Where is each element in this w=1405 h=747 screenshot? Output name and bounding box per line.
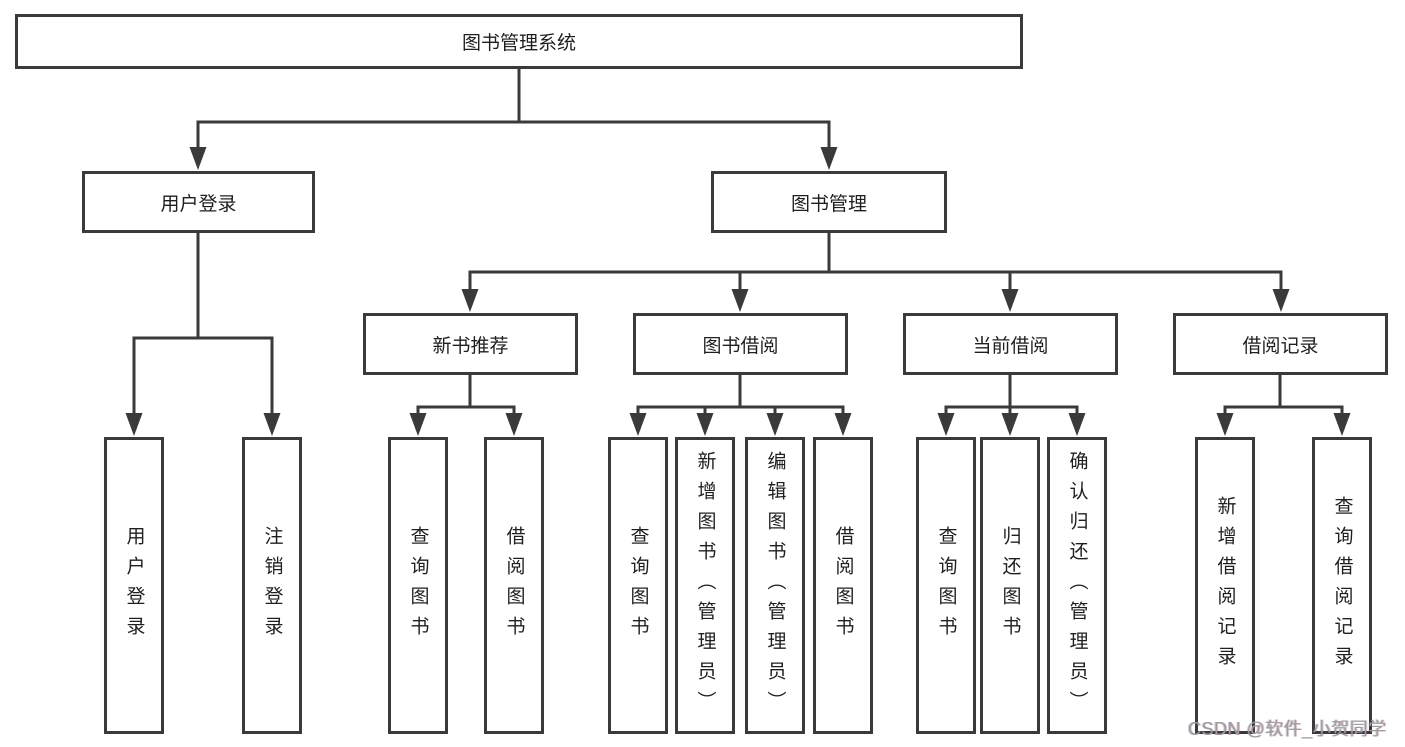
arrow-icon [1001,413,1019,436]
connector-book-mgmt-to-level3 [468,231,1283,296]
arrow-icon [263,413,281,436]
node-current-borrowing: 当前借阅 [903,313,1118,375]
node-label: 新增借阅记录 [1214,495,1236,676]
arrow-icon [1333,413,1351,436]
node-label: 归还图书 [999,525,1021,646]
connector-user-login-to-leaves [132,231,274,420]
node-label: 查询图书 [407,525,429,646]
connector-root-to-level2 [196,66,831,154]
node-label: 图书管理系统 [461,33,576,54]
node-label: 当前借阅 [972,335,1049,357]
leaf-borrow-books: 借阅图书 [813,437,873,734]
connector-new-book-to-leaves [416,373,516,420]
arrow-icon [766,413,784,436]
node-book-borrowing: 图书借阅 [633,313,848,375]
arrow-icon [1068,413,1086,436]
arrow-icon [629,413,647,436]
connector-records-to-leaves [1223,373,1344,420]
leaf-query-books-borrowing: 查询图书 [608,437,668,734]
node-label: 用户登录 [160,193,237,215]
node-label: 图书管理 [790,193,867,215]
node-label: 新增图书（管理员） [694,450,716,721]
leaf-add-borrow-record: 新增借阅记录 [1195,437,1255,734]
node-label: 注销登录 [261,525,283,646]
arrow-icon [696,413,714,436]
leaf-query-books-current: 查询图书 [916,437,976,734]
node-label: 新书推荐 [432,335,509,357]
connector-current-to-leaves [944,373,1079,420]
arrow-icon [1272,289,1290,312]
arrow-icon [834,413,852,436]
node-label: 借阅图书 [503,525,525,646]
arrow-icon [1001,289,1019,312]
node-root-system: 图书管理系统 [15,14,1023,69]
arrow-icon [125,413,143,436]
leaf-add-books-admin: 新增图书（管理员） [675,437,735,734]
leaf-borrow-books-recommend: 借阅图书 [484,437,544,734]
arrow-icon [820,147,838,170]
arrow-icon [409,413,427,436]
leaf-return-books: 归还图书 [980,437,1040,734]
node-label: 用户登录 [123,525,145,646]
arrow-icon [1216,413,1234,436]
arrow-icon [937,413,955,436]
arrow-icon [461,289,479,312]
node-book-management: 图书管理 [711,171,947,233]
node-label: 编辑图书（管理员） [764,450,786,721]
node-label: 查询借阅记录 [1331,495,1353,676]
node-user-login: 用户登录 [82,171,315,233]
node-new-book-recommend: 新书推荐 [363,313,578,375]
node-label: 确认归还（管理员） [1066,450,1088,721]
arrowheads [125,147,1351,436]
node-borrowing-records: 借阅记录 [1173,313,1388,375]
arrow-icon [189,147,207,170]
leaf-query-books-recommend: 查询图书 [388,437,448,734]
node-label: 借阅记录 [1242,335,1319,357]
arrow-icon [731,289,749,312]
leaf-confirm-return-admin: 确认归还（管理员） [1047,437,1107,734]
node-label: 查询图书 [627,525,649,646]
connector-borrowing-to-leaves [636,373,845,420]
leaf-query-borrow-record: 查询借阅记录 [1312,437,1372,734]
csdn-watermark: CSDN @软件_小贺同学 [1188,719,1387,739]
leaf-edit-books-admin: 编辑图书（管理员） [745,437,805,734]
node-label: 图书借阅 [702,335,779,357]
leaf-logout: 注销登录 [242,437,302,734]
leaf-user-login: 用户登录 [104,437,164,734]
arrow-icon [505,413,523,436]
node-label: 查询图书 [935,525,957,646]
node-label: 借阅图书 [832,525,854,646]
